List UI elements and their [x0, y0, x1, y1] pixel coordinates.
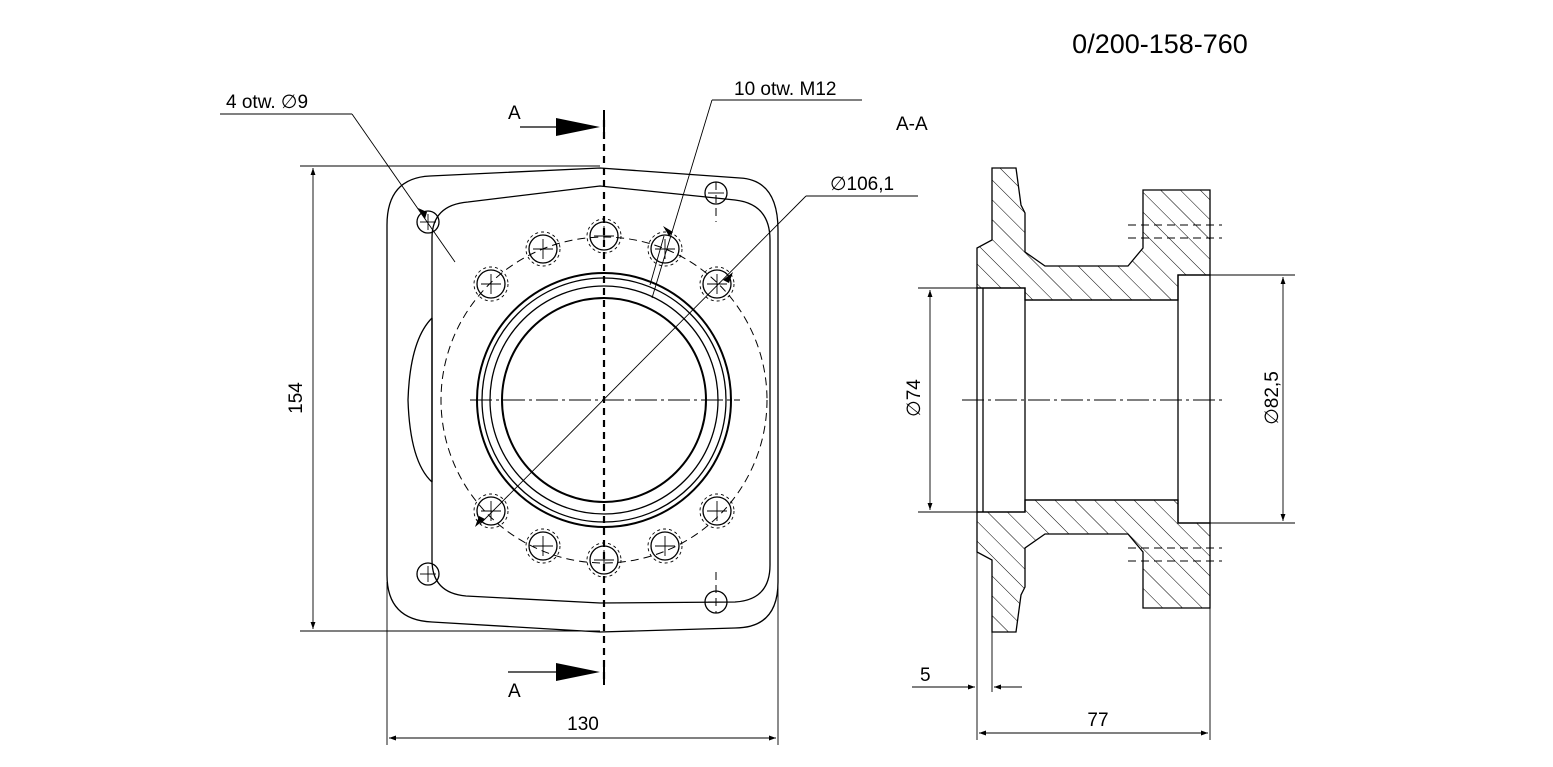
section-label-top: A: [508, 103, 521, 124]
callout-mounting-holes: 4 otw. ∅9: [226, 92, 308, 113]
threaded-hole: [473, 266, 509, 302]
callout-bolt-circle: ∅106,1: [830, 174, 894, 195]
section-view: A-A ∅74 ∅82,5: [896, 114, 1295, 740]
drawing-number: 0/200-158-760: [1072, 29, 1248, 59]
dim-step-label: 5: [920, 665, 931, 686]
section-arrow-top: [520, 118, 600, 136]
threaded-hole: [699, 266, 735, 302]
mounting-hole: [704, 572, 728, 614]
dim-bore-left: [918, 287, 977, 513]
dim-step: [912, 552, 1022, 740]
threaded-hole: [586, 542, 622, 578]
callout-threaded-holes: 10 otw. M12: [734, 79, 836, 100]
threaded-hole: [647, 231, 683, 267]
mounting-hole: [416, 210, 440, 234]
mounting-holes: [416, 181, 728, 614]
dim-length-label: 77: [1087, 710, 1108, 731]
dim-bore-right-label: ∅82,5: [1262, 371, 1283, 425]
dim-bore-left-label: ∅74: [904, 379, 925, 417]
leader-mounting-holes: [220, 113, 456, 263]
leader-threaded-holes: [649, 99, 862, 299]
section-label-bottom: A: [508, 681, 521, 702]
flange-outer-outline: [386, 167, 779, 633]
section-arrow-bottom: [508, 663, 600, 681]
bore-right-recess: [1177, 274, 1211, 524]
flange-side-bulge: [407, 317, 433, 483]
section-wall-top: [976, 167, 1211, 301]
dim-width-label: 130: [567, 714, 599, 735]
threaded-hole: [586, 218, 622, 254]
threaded-hole: [525, 231, 561, 267]
section-wall-bottom: [976, 499, 1211, 633]
dim-width: [386, 582, 779, 745]
threaded-hole: [525, 528, 561, 564]
threaded-hole: [473, 493, 509, 529]
dim-height-label: 154: [286, 382, 307, 414]
threaded-hole: [647, 528, 683, 564]
mounting-hole: [704, 181, 728, 222]
flange-inner-outline: [431, 185, 771, 604]
front-view: A A 4 otw. ∅9 10 otw. M12 ∅106,1: [220, 79, 918, 745]
mounting-hole: [416, 562, 440, 586]
dim-height: [300, 165, 600, 632]
threaded-hole: [699, 493, 735, 529]
leader-bolt-circle: [475, 195, 918, 527]
dim-length: [979, 608, 1211, 740]
section-title: A-A: [896, 114, 928, 135]
dim-bore-right: [1210, 274, 1295, 524]
